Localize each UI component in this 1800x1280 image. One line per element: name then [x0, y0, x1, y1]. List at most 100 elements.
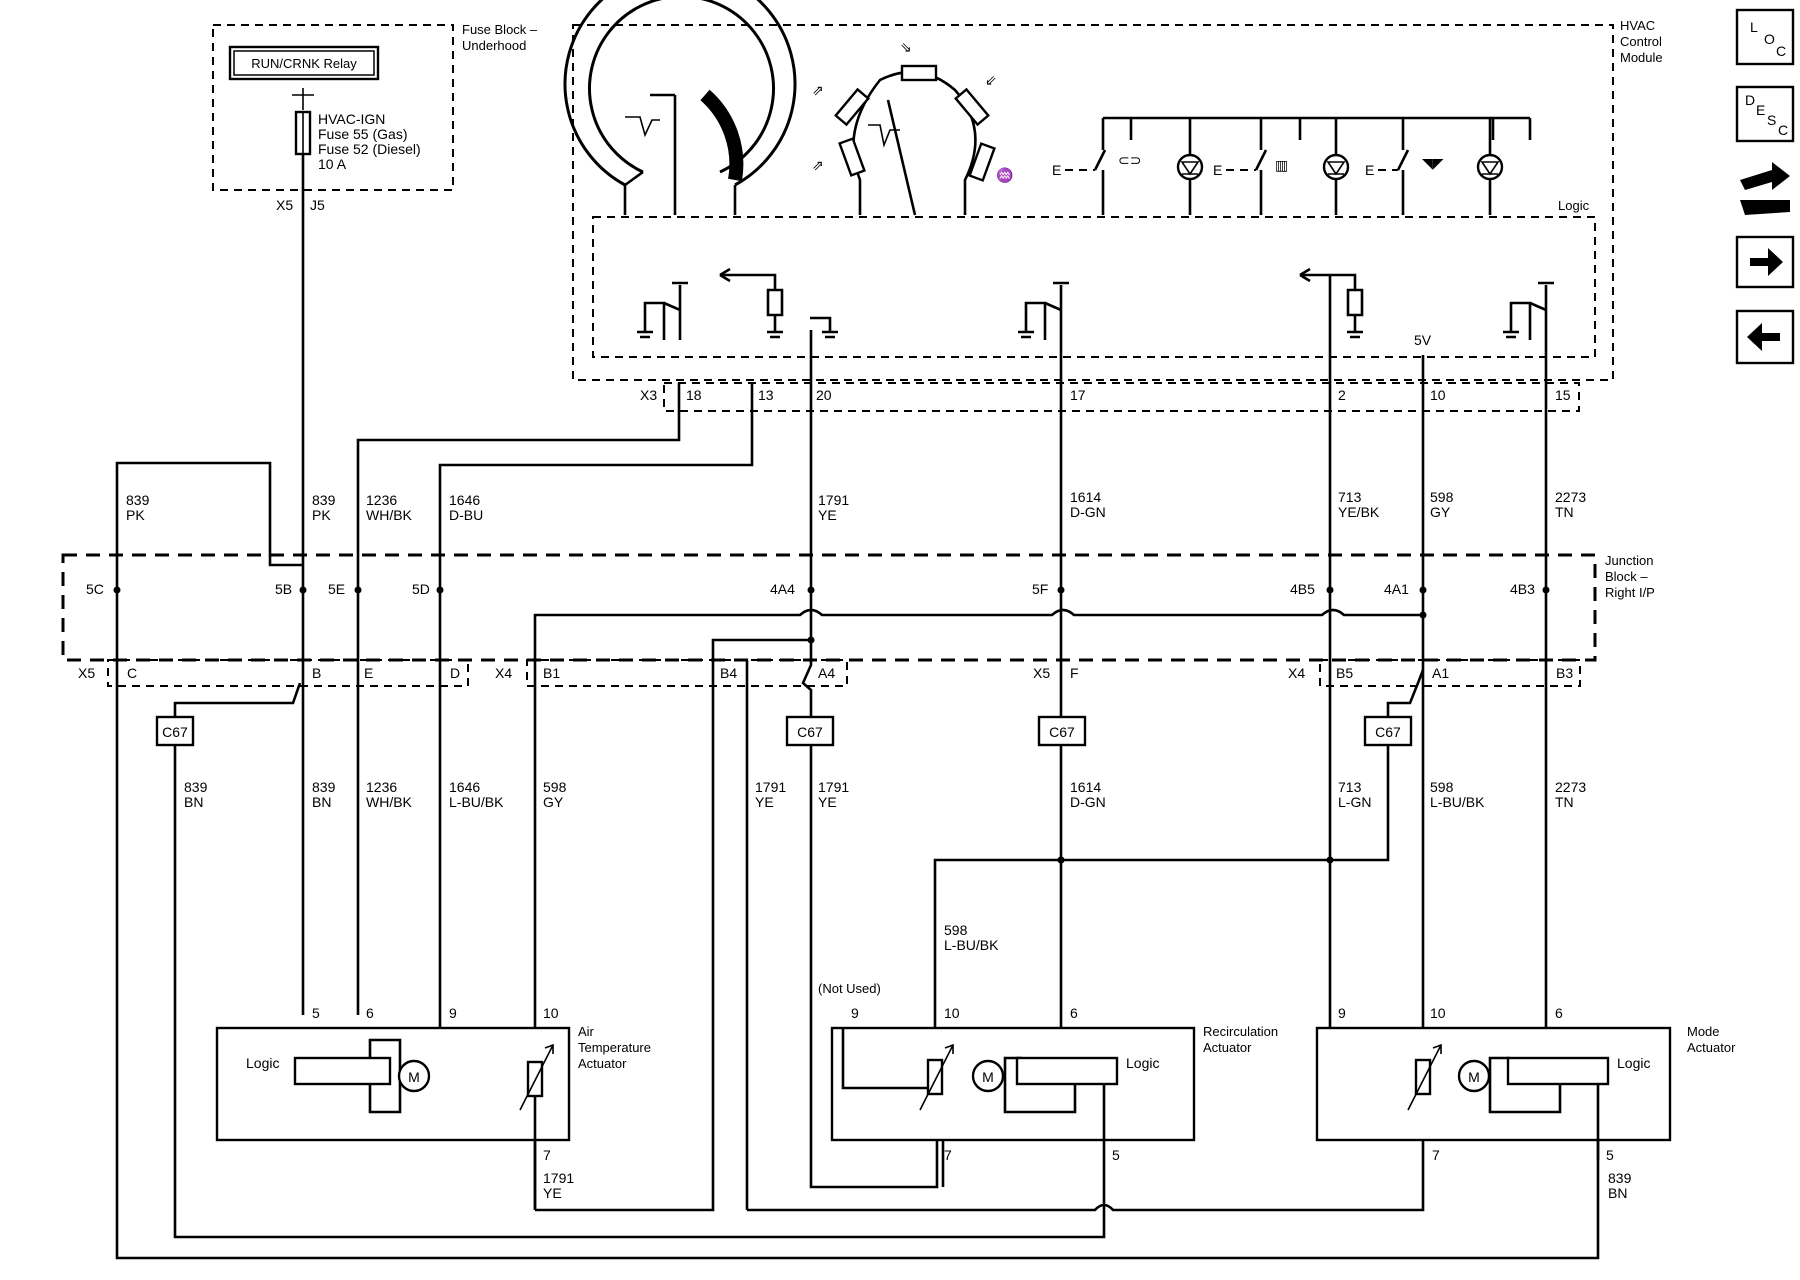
defrost-icon: ♒	[996, 167, 1013, 184]
jb-bpin-B4: B4	[720, 665, 737, 681]
jb-x4-mid-outline	[526, 659, 848, 687]
svg-text:1614: 1614	[1070, 779, 1101, 795]
connector-icon	[1740, 162, 1790, 190]
mode-motor-label: M	[1468, 1069, 1480, 1085]
hvac-module-outline	[572, 24, 1614, 381]
w-lo-2-color: WH/BK	[366, 794, 413, 810]
w-up-0-num: 839	[126, 492, 150, 508]
w-misc-0-num: 598	[944, 922, 968, 938]
jb-bpin-C: C	[127, 665, 137, 681]
mode-pin-7: 7	[1432, 1147, 1440, 1163]
wire-598-recirc	[933, 745, 1390, 1117]
mode-actuator: Mode Actuator M Logic 9 10 6 7 5	[1315, 1005, 1736, 1163]
arrow-right-icon	[1750, 248, 1783, 276]
recirc-pin-6: 6	[1070, 1005, 1078, 1021]
w-up-7-num: 598	[1430, 489, 1454, 505]
jb-bpin-A4: A4	[818, 665, 835, 681]
w-lo-1-color: BN	[312, 794, 331, 810]
svg-text:598: 598	[944, 922, 968, 938]
mode-pot-icon	[1414, 1058, 1432, 1096]
next-button[interactable]	[1735, 235, 1795, 289]
w-up-5-num: 1614	[1070, 489, 1101, 505]
svg-text:598: 598	[1430, 489, 1454, 505]
svg-text:TN: TN	[1555, 794, 1574, 810]
svg-text:YE/BK: YE/BK	[1338, 504, 1380, 520]
wire-1791-a4	[801, 640, 813, 717]
svg-text:BN: BN	[312, 794, 331, 810]
svg-text:1646: 1646	[449, 492, 480, 508]
wire-1791-b4	[535, 615, 813, 1212]
recirc-motor-label: M	[982, 1069, 994, 1085]
hvac-pin-17: 17	[1070, 387, 1086, 403]
hvac-conn: X3	[640, 387, 657, 403]
jb-conn-1: X4	[495, 665, 512, 681]
jb-pin-5E: 5E	[328, 581, 345, 597]
jb-pin-5F: 5F	[1032, 581, 1048, 597]
mode-pin-10: 10	[1430, 1005, 1446, 1021]
svg-text:GY: GY	[1430, 504, 1451, 520]
w-lo-10-color: TN	[1555, 794, 1574, 810]
loc-button[interactable]: L O C	[1735, 8, 1795, 66]
w-lo-8-color: L-GN	[1338, 794, 1371, 810]
air-temp-pin-7: 7	[543, 1147, 551, 1163]
svg-text:TN: TN	[1555, 504, 1574, 520]
switch-1-label: E	[1052, 162, 1061, 178]
recirc-pot-icon	[926, 1058, 944, 1096]
jb-pin-4A4: 4A4	[770, 581, 795, 597]
svg-text:BN: BN	[1608, 1185, 1627, 1201]
nav-buttons: L O C D E S C	[1735, 8, 1795, 365]
wire-1791-recirc	[809, 745, 939, 1189]
jb-bpin-B3: B3	[1556, 665, 1573, 681]
mode-title-2: Actuator	[1687, 1040, 1736, 1055]
svg-text:L-BU/BK: L-BU/BK	[449, 794, 504, 810]
air-temp-actuator-box	[215, 1026, 571, 1142]
recirc-not-used-label: (Not Used)	[818, 981, 881, 996]
svg-text:YE: YE	[818, 794, 837, 810]
w-up-8-color: TN	[1555, 504, 1574, 520]
connector-button[interactable]	[1740, 162, 1790, 215]
switch-2-label: E	[1213, 162, 1222, 178]
splice-c67-mid1	[785, 715, 835, 747]
splice-c67-right-label: C67	[1375, 724, 1401, 740]
recirc-pin-10: 10	[944, 1005, 960, 1021]
jb-x5-left-outline	[107, 659, 469, 687]
w-lo-0-num: 839	[184, 779, 208, 795]
air-temperature-actuator: Air Temperature Actuator Logic M 5 6 9 1…	[215, 1005, 651, 1163]
airflow-icon-2: ⇗	[812, 157, 824, 173]
w-up-6-color: YE/BK	[1338, 504, 1380, 520]
recirc-pin-9: 9	[851, 1005, 859, 1021]
hvac-pin-10: 10	[1430, 387, 1446, 403]
jb-pin-5B: 5B	[275, 581, 292, 597]
wire-labels-lower: 839 BN 839 BN 1236 WH/BK 1646 L-BU/BK 59…	[184, 779, 1632, 1201]
w-up-2-color: WH/BK	[366, 507, 413, 523]
mode-logic-block	[1506, 1056, 1610, 1086]
junction-title-1: Junction	[1605, 553, 1653, 568]
desc-button-s: S	[1767, 112, 1776, 128]
splice-c67-right	[1363, 715, 1413, 747]
w-misc-2-num: 839	[1608, 1170, 1632, 1186]
mode-pin-5: 5	[1606, 1147, 1614, 1163]
svg-text:D-BU: D-BU	[449, 507, 483, 523]
w-up-4-num: 1791	[818, 492, 849, 508]
svg-text:YE: YE	[543, 1185, 562, 1201]
w-lo-7-color: D-GN	[1070, 794, 1106, 810]
w-lo-4-num: 598	[543, 779, 567, 795]
svg-text:598: 598	[543, 779, 567, 795]
jb-pin-4B3: 4B3	[1510, 581, 1535, 597]
hvac-pin-13: 13	[758, 387, 774, 403]
x3-connector-outline	[663, 382, 1580, 412]
hvac-pin-20: 20	[816, 387, 832, 403]
back-button[interactable]	[1735, 309, 1795, 365]
w-up-8-num: 2273	[1555, 489, 1586, 505]
airflow-icon-1: ⇗	[812, 82, 824, 98]
desc-button[interactable]: D E S C	[1735, 85, 1795, 143]
fuse-line-3: 10 A	[318, 156, 347, 172]
w-up-7-color: GY	[1430, 504, 1451, 520]
svg-text:1791: 1791	[818, 492, 849, 508]
svg-text:839: 839	[312, 492, 336, 508]
air-temp-title-3: Actuator	[578, 1056, 627, 1071]
svg-text:2273: 2273	[1555, 489, 1586, 505]
temp-dial-icon	[563, 0, 797, 187]
recirc-pin-7: 7	[944, 1147, 952, 1163]
rear-defrost-icon: ▥	[1275, 157, 1288, 173]
